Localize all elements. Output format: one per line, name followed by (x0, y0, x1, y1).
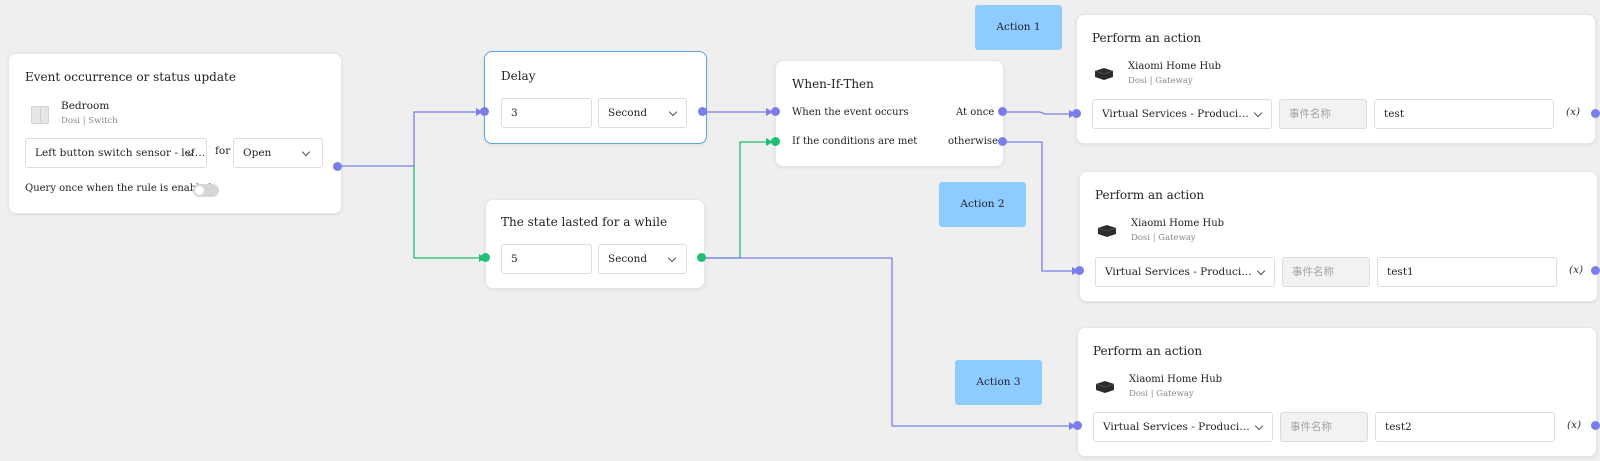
action3-input-port[interactable] (1073, 421, 1082, 430)
lasted-unit-select[interactable]: Second (598, 244, 687, 274)
action3-output-port[interactable] (1591, 421, 1600, 430)
variable-button[interactable]: (x) (1567, 419, 1582, 431)
trigger-output-port[interactable] (333, 162, 342, 171)
variable-button[interactable]: (x) (1566, 106, 1581, 118)
service-select[interactable]: Virtual Services - Producing Virt... (1092, 99, 1272, 129)
lasted-value: 5 (511, 253, 518, 265)
value-input[interactable]: test (1374, 99, 1554, 129)
when-if-then-card[interactable]: When-If-Then When the event occurs If th… (775, 60, 1004, 167)
query-label: Query once when the rule is enabled (25, 183, 212, 194)
event-name-input[interactable]: 事件名称 (1279, 99, 1367, 129)
action-device: Xiaomi Home Hub (1129, 374, 1223, 385)
delay-unit: Second (608, 107, 648, 119)
wire-trigger-to-lasted (413, 166, 483, 259)
hub-icon (1097, 225, 1117, 237)
action-tag-1[interactable]: Action 1 (975, 5, 1062, 50)
lasted-title: The state lasted for a while (501, 215, 668, 229)
delay-input-port[interactable] (480, 107, 489, 116)
action-device: Xiaomi Home Hub (1128, 61, 1222, 72)
lasted-unit: Second (608, 253, 648, 265)
event-name-input[interactable]: 事件名称 (1282, 257, 1370, 287)
lasted-value-input[interactable]: 5 (501, 244, 592, 274)
when-if-then-title: When-If-Then (792, 77, 874, 91)
delay-unit-select[interactable]: Second (598, 98, 687, 128)
service-select-value: Virtual Services - Producing Virt... (1102, 108, 1272, 120)
query-toggle[interactable] (193, 184, 219, 197)
event-input-port[interactable] (771, 107, 780, 116)
conditions-met-label: If the conditions are met (792, 136, 918, 147)
trigger-card[interactable]: Event occurrence or status update Bedroo… (8, 53, 342, 214)
condition-input-port[interactable] (771, 137, 780, 146)
action2-input-port[interactable] (1075, 266, 1084, 275)
at-once-label: At once (956, 107, 995, 118)
room-icon (31, 106, 49, 124)
lasted-input-port[interactable] (481, 253, 490, 262)
wire-trigger-to-delay (338, 111, 483, 167)
otherwise-output-port[interactable] (998, 137, 1007, 146)
state-lasted-card[interactable]: The state lasted for a while 5 Second (485, 199, 705, 289)
service-select-value: Virtual Services - Producing Virt... (1105, 266, 1275, 278)
trigger-title: Event occurrence or status update (25, 70, 236, 84)
action-card-1[interactable]: Perform an action Xiaomi Home Hub Dosi |… (1076, 14, 1596, 144)
action-tag-2[interactable]: Action 2 (939, 182, 1026, 227)
delay-value-input[interactable]: 3 (501, 98, 592, 128)
service-select[interactable]: Virtual Services - Producing Virt... (1095, 257, 1275, 287)
hub-icon (1094, 68, 1114, 80)
action-device-sub: Dosi | Gateway (1128, 76, 1193, 86)
event-occurs-label: When the event occurs (792, 107, 909, 118)
delay-card[interactable]: Delay 3 Second (484, 51, 707, 144)
service-select-value: Virtual Services - Producing Virt... (1103, 421, 1273, 433)
wire-lasted-to-if (703, 141, 770, 259)
value-input[interactable]: test2 (1375, 412, 1555, 442)
otherwise-label: otherwise (948, 136, 998, 147)
device-sub: Dosi | Switch (61, 116, 118, 126)
hub-icon (1095, 381, 1115, 393)
event-name-input[interactable]: 事件名称 (1280, 412, 1368, 442)
delay-output-port[interactable] (698, 107, 707, 116)
sensor-select[interactable]: Left button switch sensor - left b... (25, 138, 207, 168)
lasted-output-port[interactable] (697, 253, 706, 262)
delay-title: Delay (501, 69, 536, 83)
action-device: Xiaomi Home Hub (1131, 218, 1225, 229)
action-title: Perform an action (1095, 188, 1205, 202)
service-select[interactable]: Virtual Services - Producing Virt... (1093, 412, 1273, 442)
for-label: for (215, 145, 231, 157)
action-title: Perform an action (1093, 344, 1203, 358)
device-name: Bedroom (61, 100, 110, 112)
action2-output-port[interactable] (1591, 266, 1600, 275)
state-select-value: Open (243, 147, 272, 159)
value-input[interactable]: test1 (1377, 257, 1557, 287)
variable-button[interactable]: (x) (1569, 264, 1584, 276)
at-once-output-port[interactable] (998, 107, 1007, 116)
action-device-sub: Dosi | Gateway (1129, 389, 1194, 399)
sensor-select-value: Left button switch sensor - left b... (35, 147, 207, 159)
wire-atonce-to-action1 (1003, 111, 1073, 115)
action-tag-3[interactable]: Action 3 (955, 360, 1042, 405)
action1-output-port[interactable] (1591, 109, 1600, 118)
action1-input-port[interactable] (1072, 109, 1081, 118)
action-title: Perform an action (1092, 31, 1202, 45)
action-card-3[interactable]: Perform an action Xiaomi Home Hub Dosi |… (1077, 327, 1597, 457)
action-device-sub: Dosi | Gateway (1131, 233, 1196, 243)
state-select[interactable]: Open (233, 138, 323, 168)
action-card-2[interactable]: Perform an action Xiaomi Home Hub Dosi |… (1079, 171, 1598, 302)
delay-value: 3 (511, 107, 518, 119)
